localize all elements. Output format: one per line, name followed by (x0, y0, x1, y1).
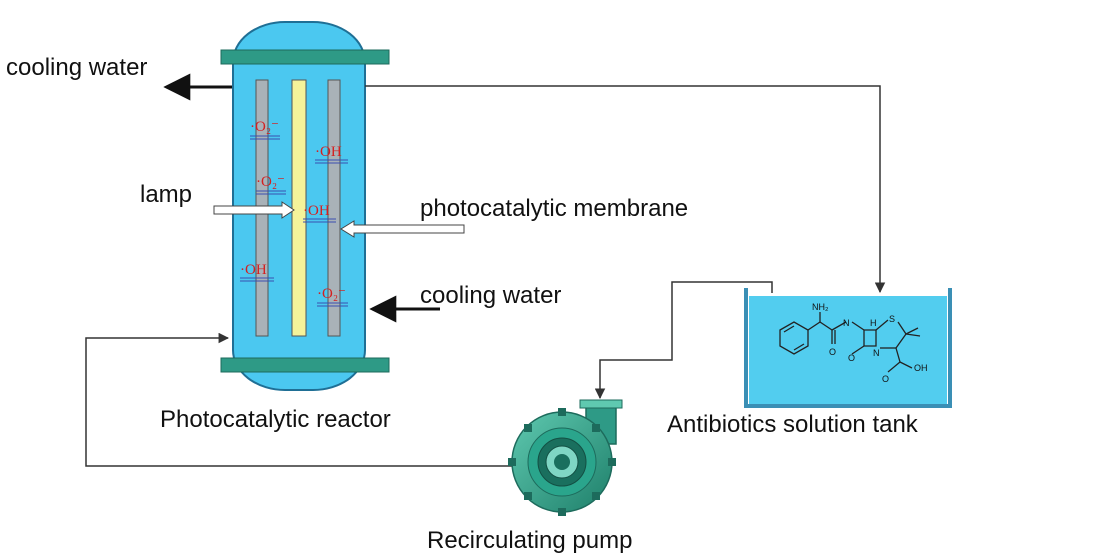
svg-text:H: H (870, 318, 877, 328)
pump-to-reactor-pipe (85, 332, 515, 467)
svg-text:OH: OH (914, 363, 928, 373)
membrane-right (327, 79, 341, 337)
radical-hydroxyl: ·OH (240, 262, 267, 278)
svg-text:O: O (829, 347, 836, 357)
ampicillin-atom-labels: NH₂ N H S N O O O OH (812, 302, 928, 384)
tank-to-pump-pipe (594, 281, 773, 400)
uv-lamp (291, 79, 307, 337)
radical-superoxide: ·O₂⁻ (256, 174, 285, 190)
radicals: ·O₂⁻ ·OH ·O₂⁻ ·OH ·OH ·O₂⁻ (240, 119, 348, 307)
label-photocatalytic-membrane: photocatalytic membrane (420, 195, 688, 222)
svg-text:NH₂: NH₂ (812, 302, 829, 312)
antibiotics-solution-tank (744, 288, 952, 408)
radical-hydroxyl: ·OH (315, 144, 342, 160)
svg-text:O: O (882, 374, 889, 384)
photocatalytic-reactor (220, 21, 390, 391)
reactor-to-tank-pipe (365, 85, 886, 294)
svg-text:N: N (873, 348, 880, 358)
svg-text:O: O (848, 353, 855, 363)
radical-superoxide: ·O₂⁻ (250, 119, 279, 135)
radical-hydroxyl: ·OH (303, 203, 330, 219)
membrane-pointer-arrow (340, 220, 465, 238)
svg-text:S: S (889, 314, 895, 324)
lamp-pointer-arrow (213, 201, 295, 219)
label-antibiotics-solution-tank: Antibiotics solution tank (667, 411, 919, 438)
label-photocatalytic-reactor: Photocatalytic reactor (160, 406, 391, 433)
label-cooling-water-in: cooling water (420, 282, 561, 309)
ampicillin-structure (779, 312, 921, 373)
label-recirculating-pump: Recirculating pump (427, 527, 632, 554)
reactor-bottom-flange (220, 357, 390, 373)
recirculating-pump (508, 399, 623, 516)
reactor-top-flange (220, 49, 390, 65)
tank-water (749, 296, 947, 404)
tank-wall (744, 288, 952, 408)
svg-text:N: N (843, 318, 850, 328)
radical-superoxide: ·O₂⁻ (317, 286, 346, 302)
label-lamp: lamp (140, 181, 192, 208)
label-cooling-water-out: cooling water (6, 54, 147, 81)
